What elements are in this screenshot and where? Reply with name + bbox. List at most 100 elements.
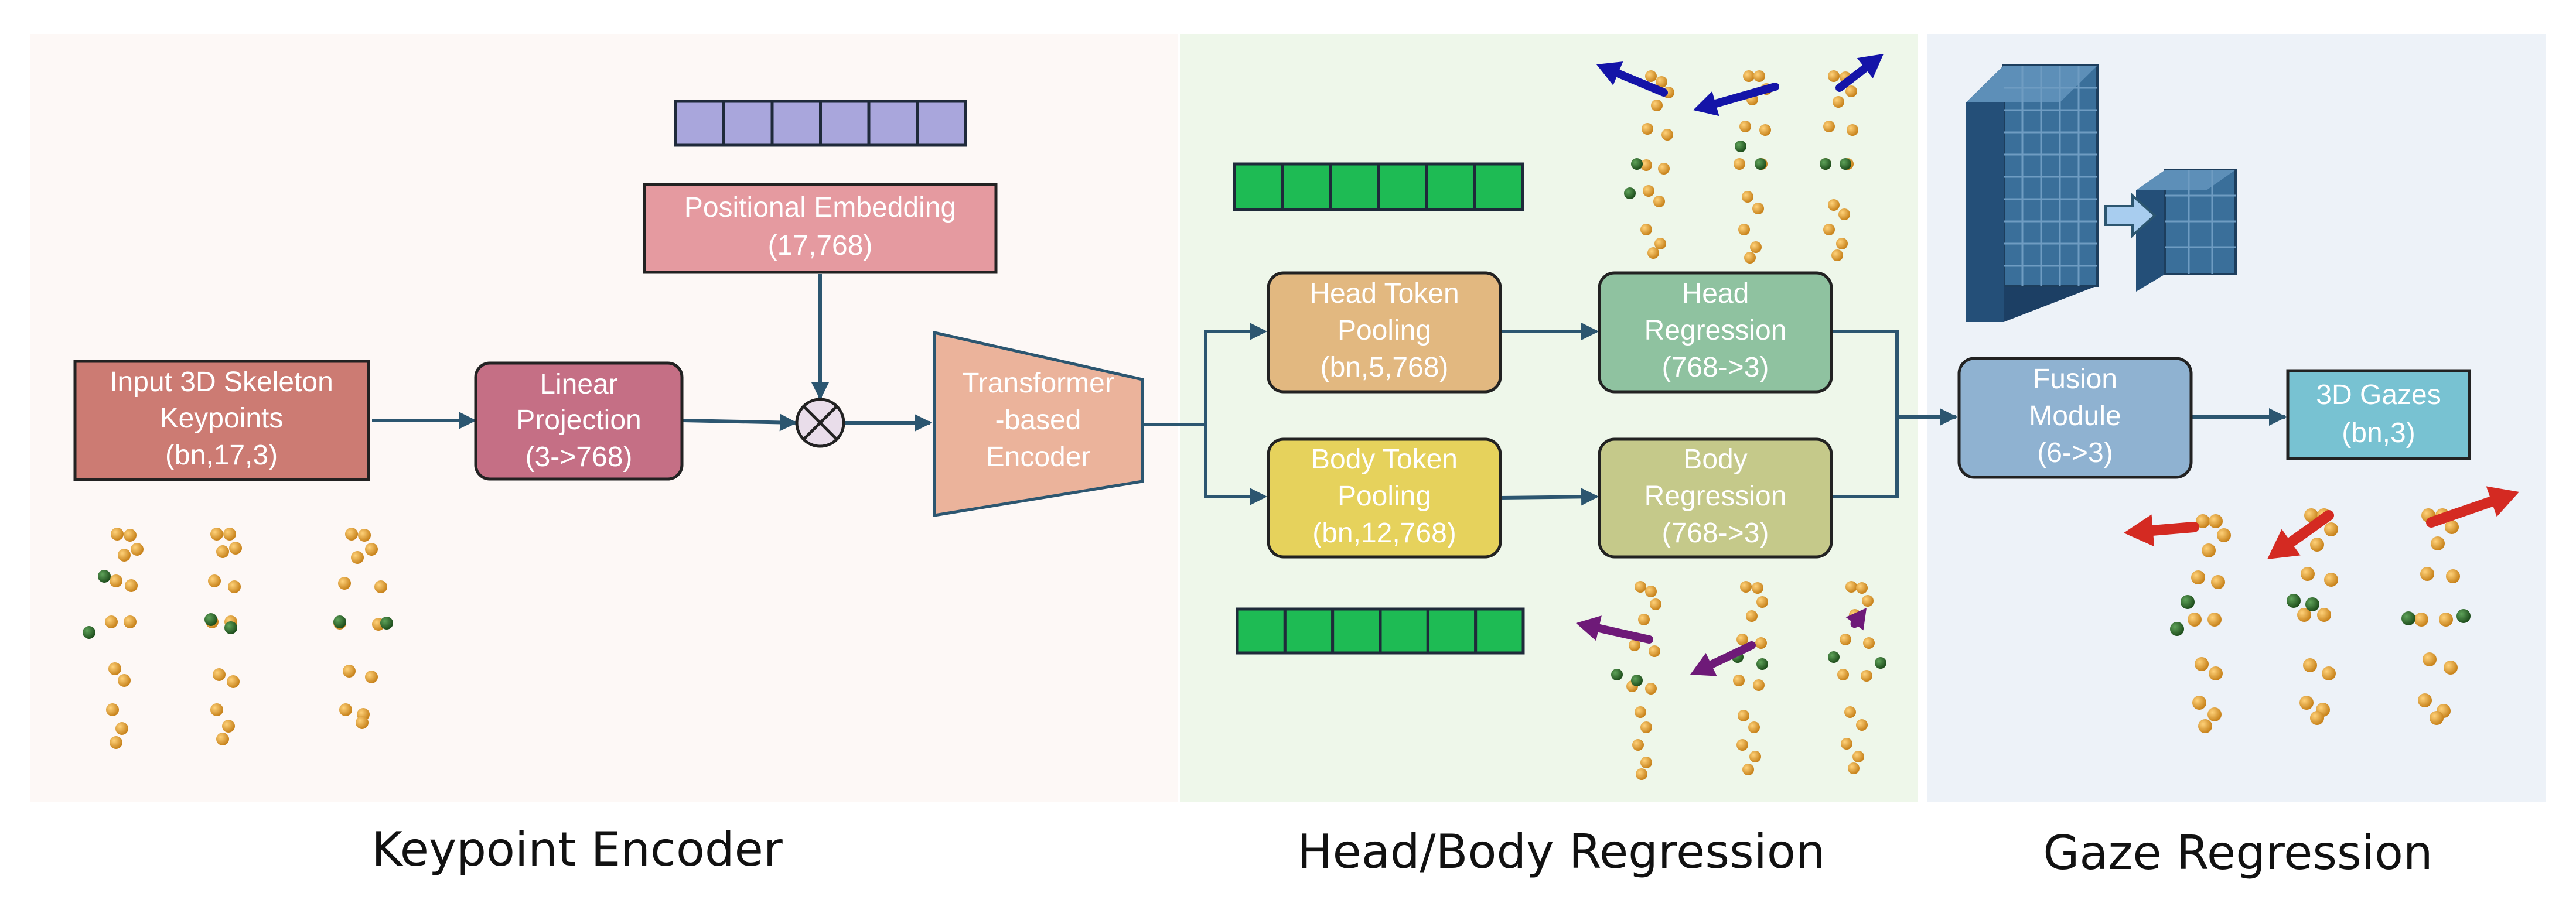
- keypoint-dot: [1632, 739, 1644, 751]
- keypoint-dot: [1647, 247, 1659, 259]
- keypoint-dot: [210, 528, 223, 541]
- node-input-line1: Input 3D Skeleton: [110, 367, 333, 398]
- keypoint-dot: [1856, 719, 1868, 731]
- keypoint-dot: [1658, 163, 1670, 175]
- direction-arrow-icon: [1596, 61, 1668, 97]
- token-cell: [1426, 607, 1478, 655]
- keypoint-dot: [1749, 751, 1761, 762]
- keypoint-dot: [1636, 768, 1647, 780]
- direction-arrow-icon: [1845, 608, 1867, 631]
- keypoint-dot: [222, 720, 235, 733]
- section-label-head-body-regression: Head/Body Regression: [1297, 825, 1825, 879]
- keypoint-dot: [1742, 764, 1754, 775]
- token-cell: [1379, 607, 1429, 655]
- keypoint-dot: [1837, 669, 1849, 680]
- keypoint-dot: [2209, 666, 2223, 680]
- keypoint-dot: [2317, 608, 2331, 622]
- keypoint-dot: [2211, 575, 2225, 589]
- keypoint-dot: [213, 668, 226, 681]
- node-bodypool-line2: Pooling: [1338, 481, 1431, 512]
- keypoint-dot: [118, 549, 131, 562]
- keypoint-dot: [1836, 238, 1848, 249]
- skeleton-keypoints-icon: [1732, 581, 1768, 775]
- edge-transformer-head: [1144, 323, 1267, 426]
- keypoint-dot: [1841, 738, 1852, 750]
- keypoint-dot: [2420, 567, 2434, 581]
- keypoint-dot: [1742, 191, 1753, 203]
- keypoint-dot-special: [1755, 158, 1766, 170]
- keypoint-dot: [110, 574, 122, 587]
- keypoint-dot: [1831, 249, 1843, 261]
- keypoint-dot: [227, 675, 240, 688]
- node-linear-line1: Linear: [540, 369, 617, 400]
- keypoint-dot: [338, 577, 351, 590]
- node-bodypool-line1: Body Token: [1311, 444, 1458, 475]
- keypoint-dot-special: [1735, 141, 1746, 152]
- section-label-gaze-regression: Gaze Regression: [2043, 826, 2432, 880]
- node-head-token-pooling: Head Token Pooling (bn,5,768): [1267, 271, 1502, 394]
- keypoint-dot-special: [2456, 609, 2471, 623]
- node-bodyreg-line2: Regression: [1644, 481, 1787, 512]
- keypoint-dot-special: [224, 621, 237, 634]
- keypoint-dot: [1756, 596, 1768, 608]
- keypoint-dot: [2196, 514, 2210, 528]
- keypoint-dot: [339, 703, 352, 716]
- keypoint-dot: [1823, 224, 1835, 235]
- keypoint-dot: [1852, 751, 1864, 762]
- node-headreg-line3: (768->3): [1662, 352, 1769, 383]
- keypoint-dot: [1638, 614, 1650, 625]
- token-cell: [1425, 162, 1476, 211]
- keypoint-dot: [118, 674, 131, 687]
- keypoint-dot-special: [98, 570, 111, 583]
- keypoint-dot: [2414, 613, 2428, 627]
- keypoint-dot: [2439, 613, 2453, 627]
- keypoint-dot: [1863, 637, 1875, 649]
- keypoint-dot-special: [1631, 675, 1643, 686]
- keypoint-dot: [2303, 658, 2317, 672]
- direction-arrow-icon: [2426, 486, 2519, 528]
- keypoint-dot: [216, 545, 229, 558]
- section-label-keypoint-encoder: Keypoint Encoder: [371, 822, 783, 877]
- keypoint-dot: [2324, 573, 2338, 587]
- node-input: Input 3D Skeleton Keypoints (bn,17,3): [73, 360, 370, 481]
- keypoint-dot: [1753, 679, 1765, 691]
- keypoint-dot-special: [1756, 658, 1768, 670]
- regression-panel: [1180, 34, 1918, 802]
- keypoint-dot: [1739, 121, 1751, 132]
- keypoint-dot: [2195, 657, 2209, 671]
- direction-arrows: [1576, 54, 2519, 676]
- connectors: [372, 274, 2287, 506]
- keypoint-dot: [1736, 634, 1748, 645]
- keypoint-dot: [1844, 706, 1856, 718]
- feature-map-cube-icon: [1966, 64, 2099, 322]
- edge-transformer-body: [1204, 425, 1267, 505]
- node-positional-line1: Positional Embedding: [684, 192, 956, 223]
- keypoint-dot: [131, 543, 144, 556]
- keypoint-dot-special: [1875, 657, 1886, 669]
- keypoint-dot: [1845, 85, 1857, 97]
- node-head-regression: Head Regression (768->3): [1598, 271, 1833, 394]
- keypoint-dot: [210, 703, 223, 716]
- keypoint-dot: [1743, 70, 1755, 82]
- keypoint-dot: [2299, 696, 2314, 710]
- token-cell: [1283, 607, 1335, 655]
- keypoint-dot: [1645, 70, 1657, 82]
- feature-map-cube-icon: [2136, 169, 2237, 292]
- keypoint-dot: [2209, 514, 2223, 528]
- skeleton-keypoints-icon: [2401, 508, 2471, 725]
- keypoint-dot: [343, 665, 356, 678]
- direction-arrow-icon: [2124, 514, 2199, 547]
- node-transformer-line1: Transformer: [962, 368, 1114, 399]
- keypoint-dot: [2310, 538, 2324, 552]
- token-cell: [1377, 162, 1428, 211]
- keypoint-dot: [2322, 666, 2336, 680]
- keypoint-dot: [2430, 711, 2444, 725]
- node-linear-projection: Linear Projection (3->768): [474, 361, 684, 481]
- keypoint-dot-special: [2170, 622, 2184, 636]
- token-strip-icon: [1233, 162, 1524, 211]
- keypoint-dot: [345, 528, 358, 541]
- keypoint-dot: [110, 736, 122, 749]
- direction-arrow-icon: [1690, 641, 1756, 676]
- keypoint-dot: [1750, 241, 1762, 253]
